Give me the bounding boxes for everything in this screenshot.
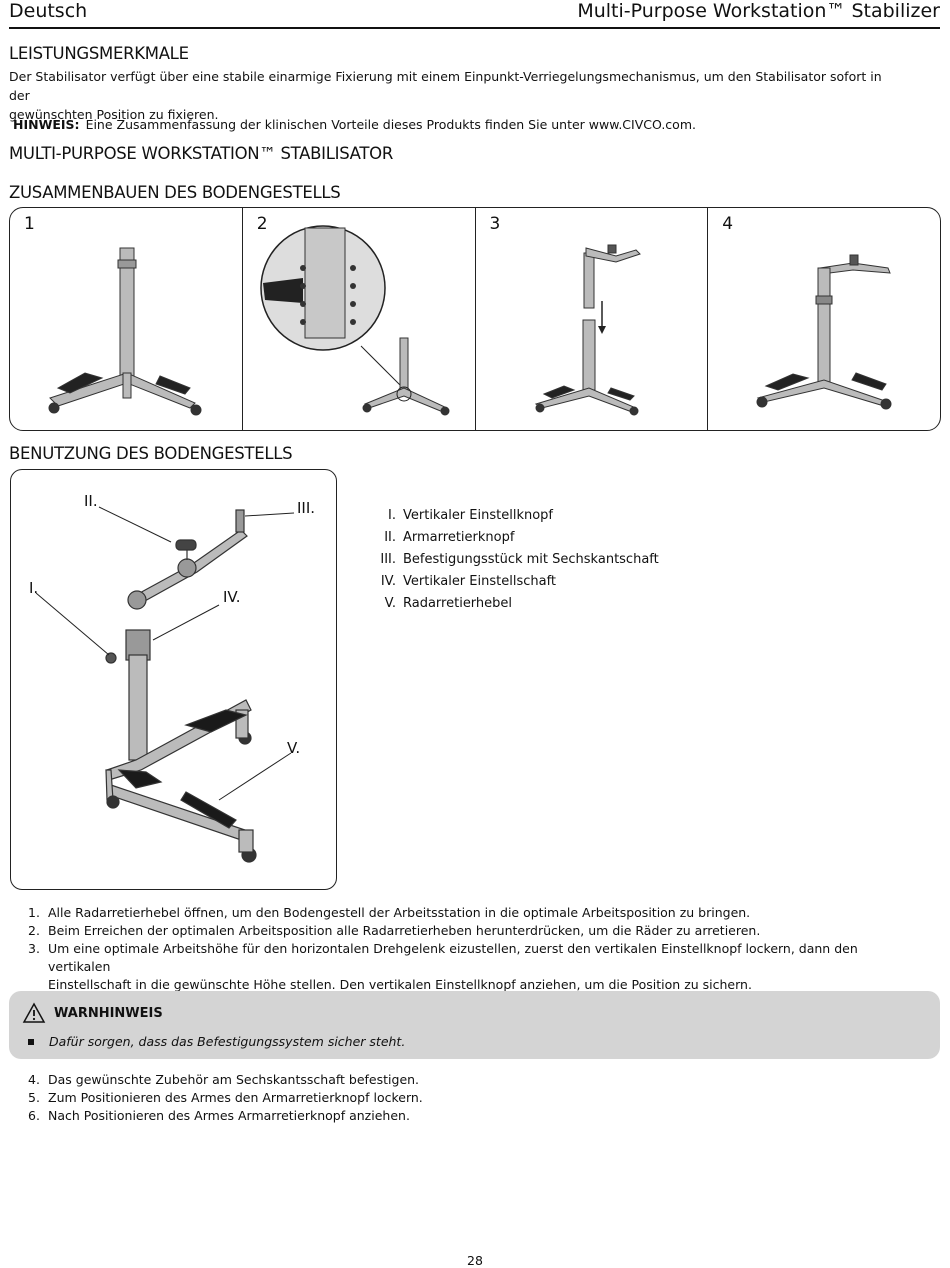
warning-item: Dafür sorgen, dass das Befestigungssyste… <box>28 1034 405 1049</box>
assembly-step-2: 2 <box>243 208 476 430</box>
assembly-step-4: 4 <box>708 208 940 430</box>
step-4-illustration <box>756 254 892 410</box>
callout-v: V. <box>287 739 300 757</box>
step-3-illustration <box>534 244 641 416</box>
warning-title: WARNHINWEIS <box>54 1006 163 1021</box>
callout-i: I. <box>29 579 38 597</box>
legend-item: III.Befestigungsstück mit Sechskantschaf… <box>380 552 659 567</box>
note-label: HINWEIS: <box>13 117 80 132</box>
header-title: Multi-Purpose Workstation™ Stabilizer <box>577 0 940 22</box>
callout-ii: II. <box>84 492 98 510</box>
legend-item: V.Radarretierhebel <box>384 596 513 611</box>
step-number: 2 <box>256 214 268 234</box>
step-2-illustration <box>260 225 450 416</box>
list-item: 4.Das gewünschte Zubehör am Sechskantssc… <box>28 1072 420 1087</box>
callout-iii: III. <box>297 499 315 517</box>
header-divider <box>9 27 940 29</box>
usage-illustration: II. III. I. IV. V. <box>29 492 315 863</box>
legend-item: II.Armarretierknopf <box>384 530 515 545</box>
features-heading: LEISTUNGSMERKMALE <box>9 44 189 63</box>
step-number: 4 <box>722 214 734 234</box>
warning-triangle-icon <box>22 1002 46 1023</box>
header-language: Deutsch <box>9 0 88 22</box>
warning-box <box>9 991 940 1059</box>
step-number: 3 <box>489 214 501 234</box>
step-1-illustration <box>48 247 202 416</box>
list-item: 3.Um eine optimale Arbeitshöhe für den h… <box>28 941 858 992</box>
list-item: 1.Alle Radarretierhebel öffnen, um den B… <box>28 905 751 920</box>
list-item: 2.Beim Erreichen der optimalen Arbeitspo… <box>28 923 761 938</box>
legend-item: IV.Vertikaler Einstellschaft <box>380 574 557 589</box>
product-heading: MULTI-PURPOSE WORKSTATION™ STABILISATOR <box>9 144 394 163</box>
usage-heading: BENUTZUNG DES BODENGESTELLS <box>9 444 293 463</box>
page-number: 28 <box>467 1253 483 1268</box>
list-item: 6.Nach Positionieren des Armes Armarreti… <box>28 1108 410 1123</box>
assembly-step-3: 3 <box>476 208 709 430</box>
parts-legend: I.Vertikaler Einstellknopf II.Armarretie… <box>374 508 659 618</box>
callout-iv: IV. <box>223 588 241 606</box>
usage-illustration-panel: II. III. I. IV. V. <box>10 469 337 890</box>
features-text: Der Stabilisator verfügt über eine stabi… <box>9 69 882 122</box>
note: HINWEIS: Eine Zusammenfassung der klinisc… <box>13 117 696 132</box>
instructions-list-b: 4.Das gewünschte Zubehör am Sechskantssc… <box>28 1071 918 1125</box>
bullet-square-icon <box>28 1039 34 1045</box>
list-item: 5.Zum Positionieren des Armes den Armarr… <box>28 1090 423 1105</box>
instructions-list-a: 1.Alle Radarretierhebel öffnen, um den B… <box>28 904 918 994</box>
step-number: 1 <box>24 214 35 234</box>
assembly-steps-panel: 1 2 <box>9 207 941 431</box>
note-text: Eine Zusammenfassung der klinischen Vort… <box>85 117 696 132</box>
assembly-step-1: 1 <box>10 208 243 430</box>
legend-item: I.Vertikaler Einstellknopf <box>388 508 553 523</box>
assembly-heading: ZUSAMMENBAUEN DES BODENGESTELLS <box>9 183 341 202</box>
